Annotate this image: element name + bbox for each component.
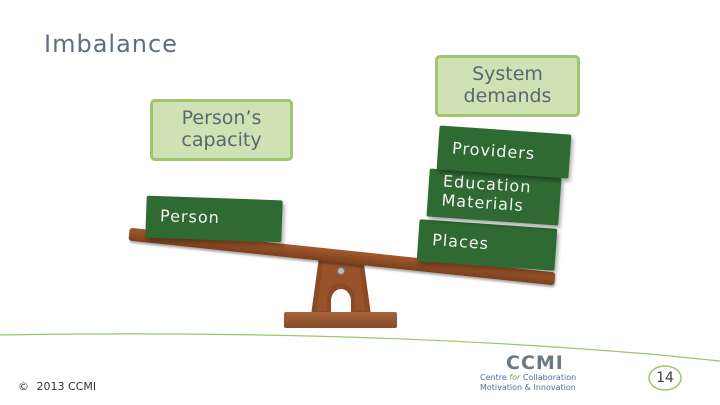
logo-wordmark: CCMI [506,352,564,374]
logo-tagline-collaboration: Collaboration [522,373,577,382]
seesaw-base [284,312,397,328]
logo-tagline-2: Motivation & Innovation [480,383,576,392]
block-providers: Providers [436,125,572,179]
block-education-materials: Education Materials [426,168,562,226]
slide-title: Imbalance [44,30,178,58]
persons-capacity-box: Person’s capacity [150,99,293,161]
page-number: 14 [656,370,674,386]
page-number-circle [648,365,682,391]
system-demands-box: System demands [435,55,580,117]
copyright-icon: © [18,380,29,393]
logo-tagline-for: for [509,373,521,382]
logo-tagline-1: Centre for Collaboration [480,373,576,382]
block-person: Person [145,195,283,243]
copyright-notice: © 2013 CCMI [18,380,96,393]
ccmi-logo: CCMI Centre for Collaboration Motivation… [478,352,603,394]
seesaw-fulcrum [305,257,377,315]
logo-tagline-centre: Centre [480,373,507,382]
copyright-text: 2013 CCMI [36,380,97,393]
footer-curve [0,333,720,362]
